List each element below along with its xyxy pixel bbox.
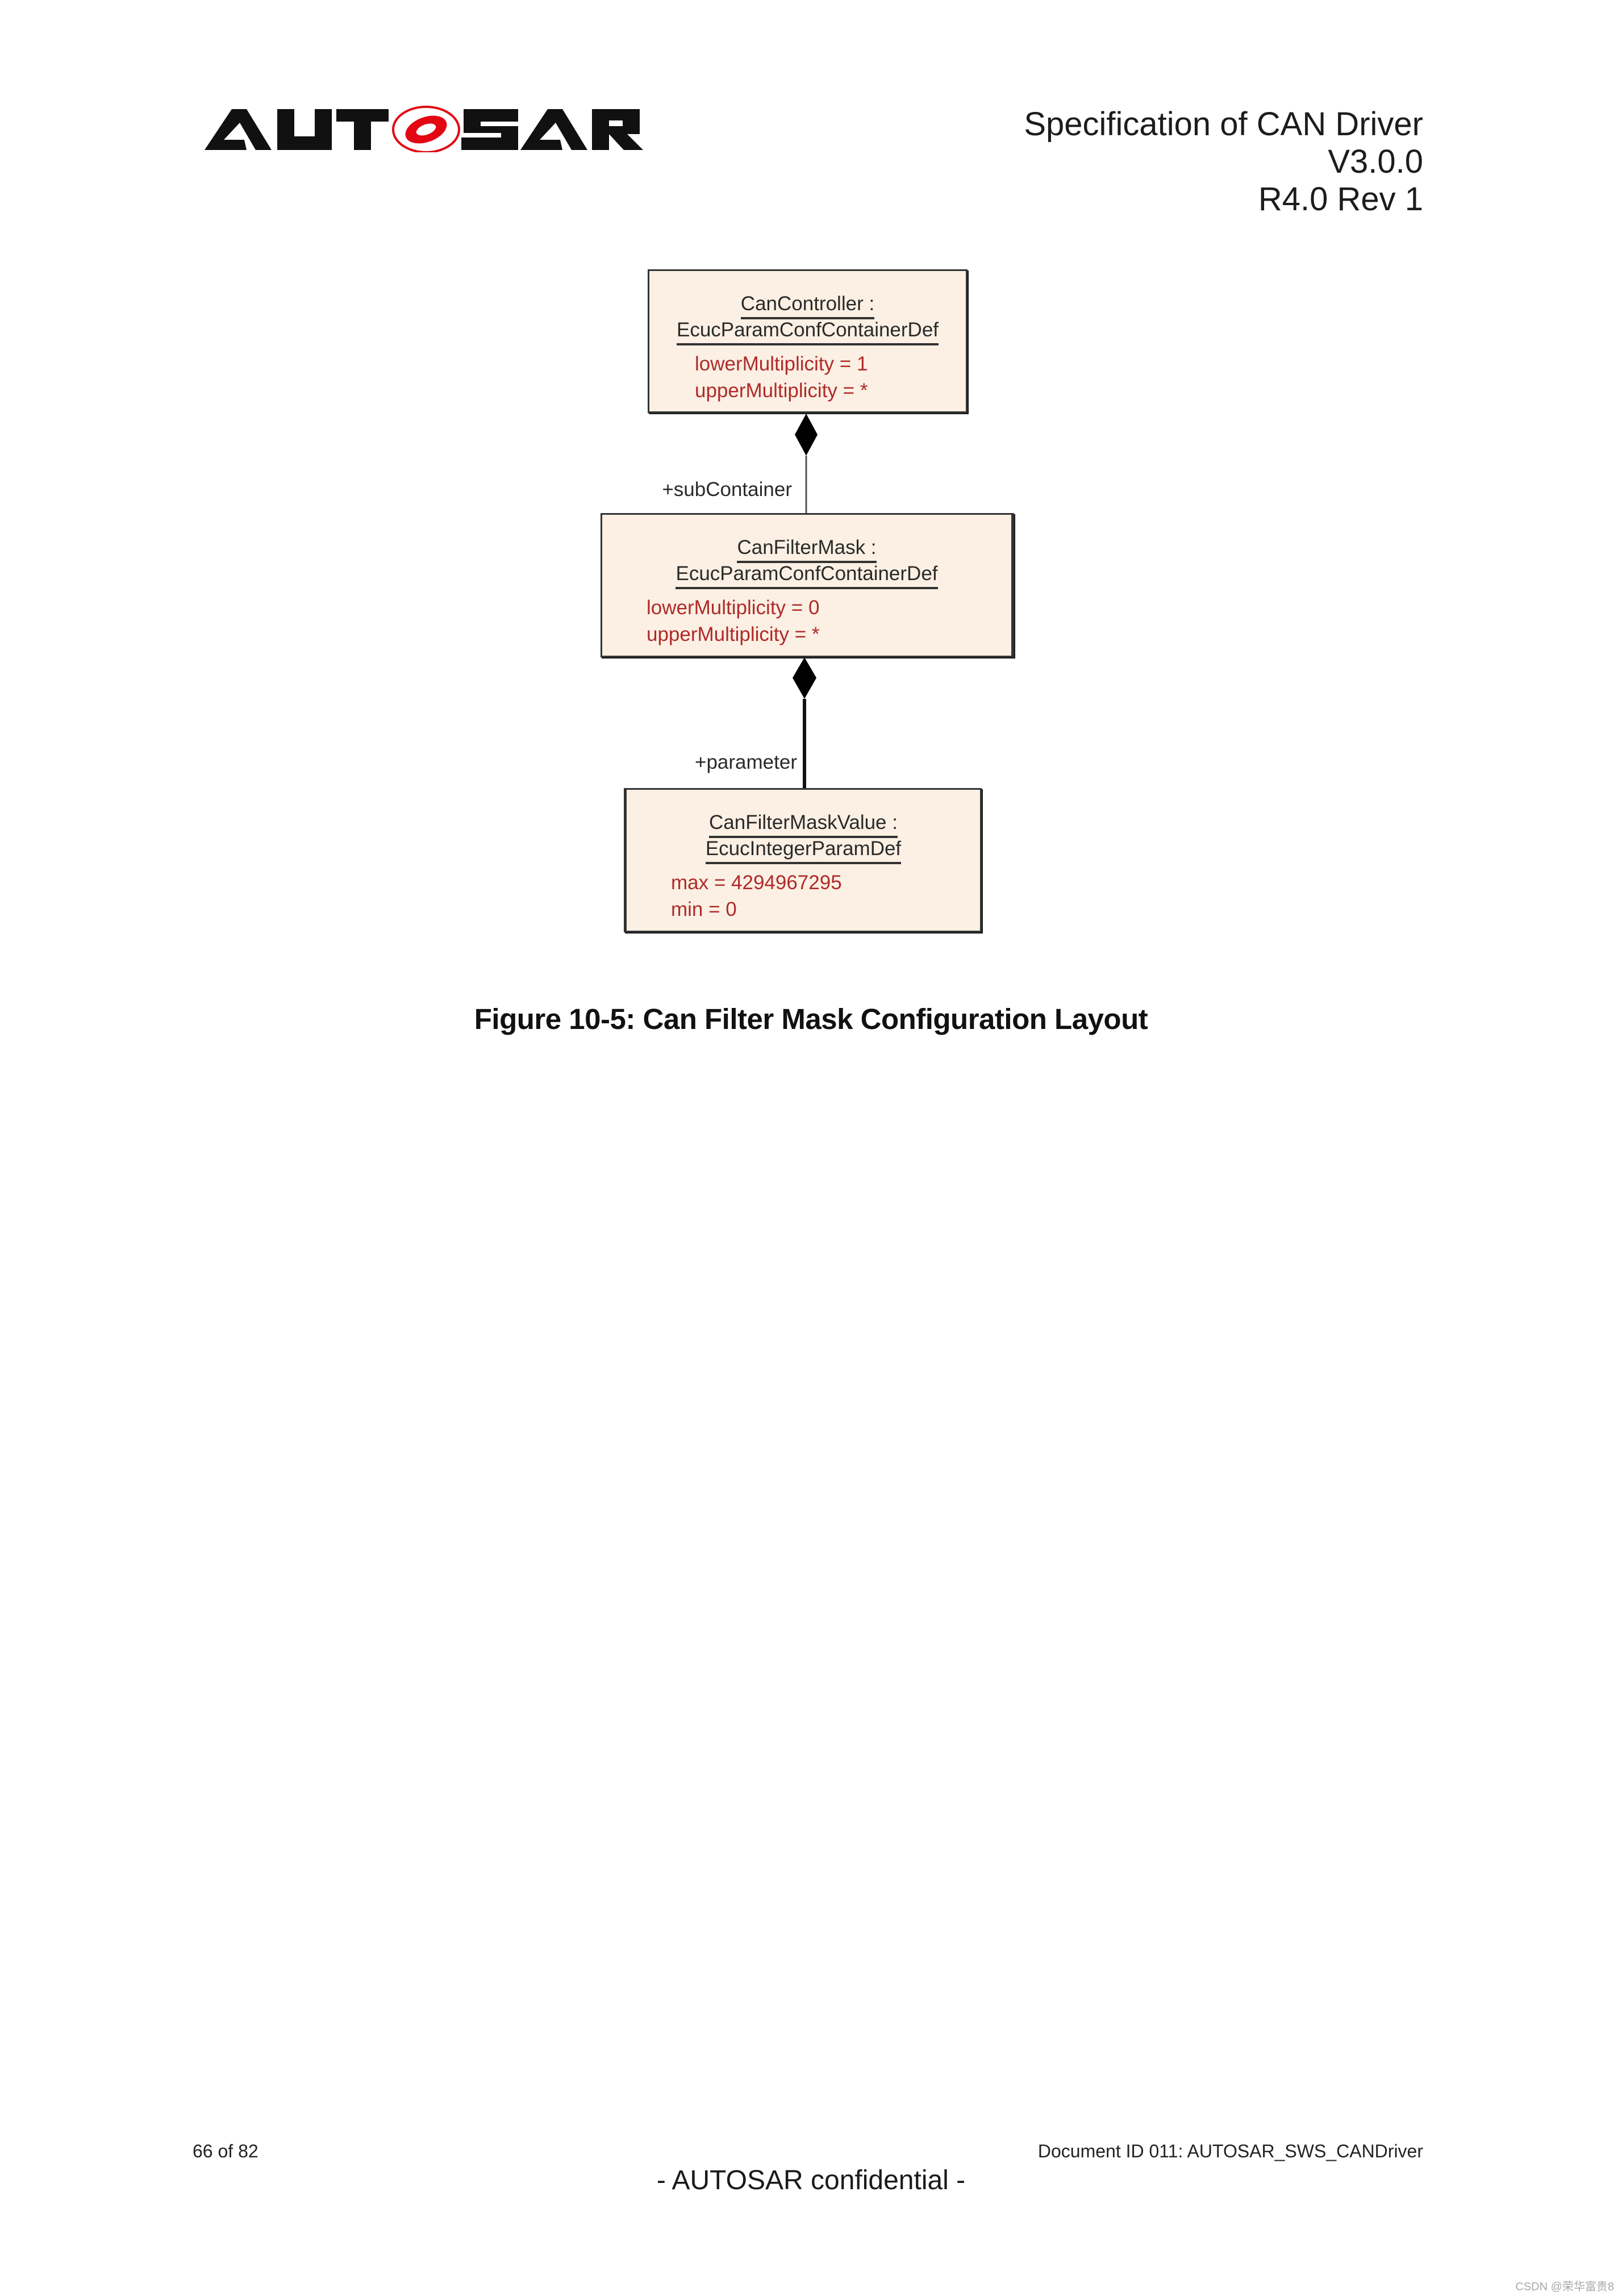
document-title: Specification of CAN Driver — [1024, 106, 1423, 143]
uml-class-canfiltermask: CanFilterMask : EcucParamConfContainerDe… — [601, 513, 1014, 657]
confidential-notice: - AUTOSAR confidential - — [656, 2165, 966, 2195]
document-version: V3.0.0 — [1328, 143, 1423, 180]
class-type: EcucParamConfContainerDef — [676, 318, 939, 345]
role-label-parameter: +parameter — [695, 751, 797, 773]
role-label-subcontainer: +subContainer — [662, 478, 792, 501]
class-attribute: min = 0 — [671, 898, 737, 920]
autosar-logo-icon — [205, 106, 643, 153]
page-number: 66 of 82 — [193, 2141, 258, 2161]
uml-class-cancontroller: CanController : EcucParamConfContainerDe… — [648, 269, 968, 413]
figure-caption: Figure 10-5: Can Filter Mask Configurati… — [474, 1003, 1148, 1035]
class-name: CanFilterMask : — [737, 535, 877, 563]
class-attribute: lowerMultiplicity = 1 — [695, 353, 868, 375]
class-type: EcucIntegerParamDef — [705, 836, 902, 864]
watermark: CSDN @荣华富贵8 — [1515, 2281, 1614, 2293]
class-attribute: lowerMultiplicity = 0 — [647, 597, 820, 619]
class-name: CanController : — [740, 291, 875, 319]
class-name: CanFilterMaskValue : — [709, 810, 898, 838]
document-release: R4.0 Rev 1 — [1258, 181, 1423, 218]
composition-diamond-icon — [795, 414, 818, 456]
class-type: EcucParamConfContainerDef — [676, 561, 938, 589]
uml-class-canfiltermaskvalue: CanFilterMaskValue : EcucIntegerParamDef… — [624, 788, 982, 932]
document-id: Document ID 011: AUTOSAR_SWS_CANDriver — [1037, 2141, 1423, 2161]
composition-connectors — [793, 414, 818, 788]
class-attribute: max = 4294967295 — [671, 872, 842, 894]
composition-diamond-icon — [793, 657, 816, 699]
autosar-logo — [205, 106, 645, 153]
class-attribute: upperMultiplicity = * — [647, 623, 820, 645]
class-attribute: upperMultiplicity = * — [695, 380, 868, 402]
